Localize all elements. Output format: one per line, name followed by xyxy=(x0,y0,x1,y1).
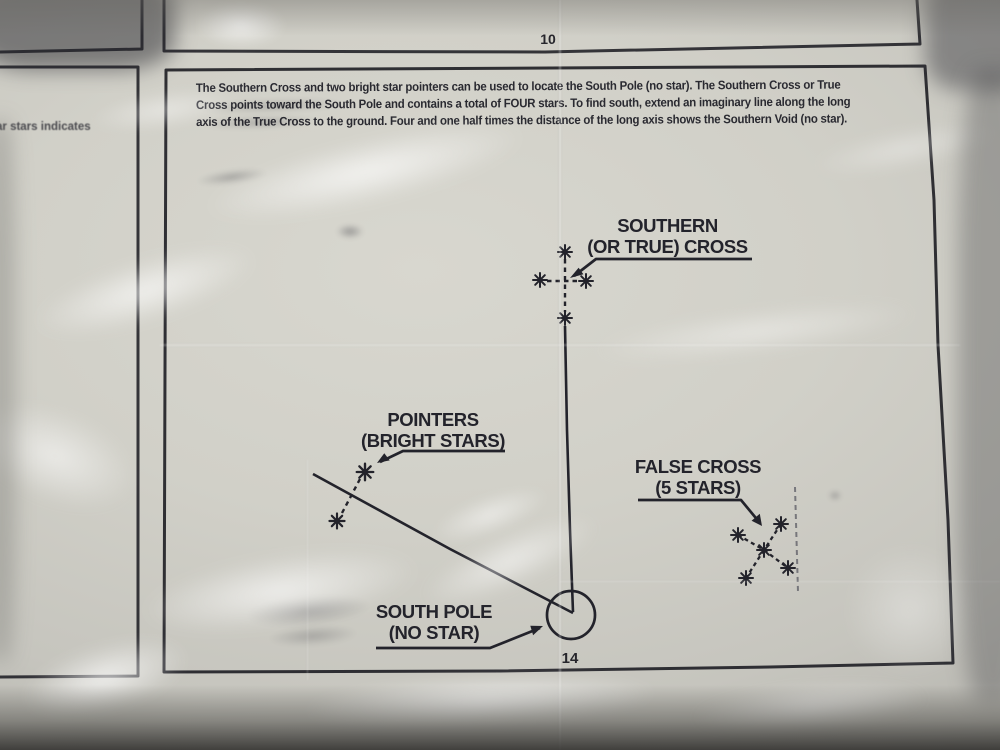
south-pole-label: SOUTH POLE (NO STAR) xyxy=(348,601,520,643)
top-left-panel-border xyxy=(0,0,144,54)
plastic-crease-vertical xyxy=(306,460,309,680)
pointer-stars xyxy=(328,462,375,530)
paragraph-line-3: axis of the True Cross to the ground. Fo… xyxy=(196,111,848,129)
left-panel-partial-text: ar stars indicates xyxy=(0,121,91,133)
southern-cross-label-line1: SOUTHERN xyxy=(617,215,718,236)
south-pole-label-line2: (NO STAR) xyxy=(388,622,480,643)
plastic-crease-vertical xyxy=(558,0,562,750)
pointers-leader xyxy=(379,449,505,464)
shadow-right-edge xyxy=(958,70,1000,700)
shadow-top-left xyxy=(0,0,175,70)
leader-arrowheads xyxy=(377,267,762,636)
glare-highlight xyxy=(25,227,265,355)
pointers-arrowhead xyxy=(377,453,390,463)
shadow-bottom-edge xyxy=(0,685,1000,750)
glare-highlight xyxy=(136,533,424,649)
top-strip-panel-border xyxy=(162,0,922,54)
instruction-paragraph: The Southern Cross and two bright star p… xyxy=(196,76,941,131)
southern-cross-stars xyxy=(532,244,594,326)
false-cross-arrowhead xyxy=(751,513,762,526)
shadow-top-edge xyxy=(0,0,1000,36)
ghost-print-smudge xyxy=(244,590,373,632)
paragraph-line-1: The Southern Cross and two bright star p… xyxy=(195,77,841,95)
false-cross-label: FALSE CROSS (5 STARS) xyxy=(612,456,784,498)
glare-highlight xyxy=(688,675,932,741)
ink-smear-paragraph xyxy=(199,113,321,132)
pointers-label-line1: POINTERS xyxy=(387,409,479,430)
false-cross-label-line1: FALSE CROSS xyxy=(634,456,762,477)
south-pole-arrowhead xyxy=(530,625,543,636)
crease-dashed-line xyxy=(794,486,799,593)
glare-highlight xyxy=(845,545,975,675)
label-leaders xyxy=(376,257,762,650)
glare-highlight xyxy=(87,79,243,141)
south-pole-leader xyxy=(376,626,541,650)
glare-highlight xyxy=(426,475,554,555)
false-cross-leader xyxy=(638,498,762,524)
glare-highlight xyxy=(196,2,286,48)
ink-smudge xyxy=(336,224,364,239)
false-cross-label-line2: (5 STARS) xyxy=(655,477,741,498)
glare-highlight xyxy=(588,290,922,374)
south-pole-label-line1: SOUTH POLE xyxy=(375,601,493,622)
panel-borders xyxy=(0,0,955,679)
southern-cross-leader xyxy=(573,257,752,278)
lower-left-panel-border xyxy=(0,65,140,679)
grid-number-top: 10 xyxy=(540,31,556,47)
pointers-label: POINTERS (BRIGHT STARS) xyxy=(347,409,519,451)
shadow-top-right xyxy=(925,0,1000,90)
plastic-crease-horizontal xyxy=(560,580,1000,583)
ink-smudge xyxy=(195,165,269,189)
glare-highlight xyxy=(808,112,1000,186)
south-pole-circle xyxy=(545,589,597,641)
southern-cross-label-line2: (OR TRUE) CROSS xyxy=(587,236,748,257)
ink-smear-paragraph xyxy=(197,96,349,116)
grid-number-bottom: 14 xyxy=(561,650,579,667)
ghost-print-smudge xyxy=(267,622,359,650)
pointer-axis-line xyxy=(312,472,574,615)
main-panel-border xyxy=(162,64,955,674)
glare-highlight xyxy=(0,381,152,531)
glare-highlight xyxy=(412,498,608,624)
plastic-crease-horizontal xyxy=(160,343,960,347)
shadow-left-edge xyxy=(0,120,15,660)
pointers-label-line2: (BRIGHT STARS) xyxy=(360,430,506,451)
paragraph-line-2: Cross points toward the South Pole and c… xyxy=(195,94,851,112)
glare-highlight xyxy=(298,666,662,738)
false-cross-stars xyxy=(730,516,796,586)
southern-cross-label: SOUTHERN (OR TRUE) CROSS xyxy=(575,215,760,257)
glare-highlight xyxy=(197,103,533,241)
pole-drop-line xyxy=(563,325,575,613)
southern-cross-arrowhead xyxy=(570,267,584,278)
ink-speck xyxy=(828,490,842,501)
glare-highlight xyxy=(14,622,196,734)
